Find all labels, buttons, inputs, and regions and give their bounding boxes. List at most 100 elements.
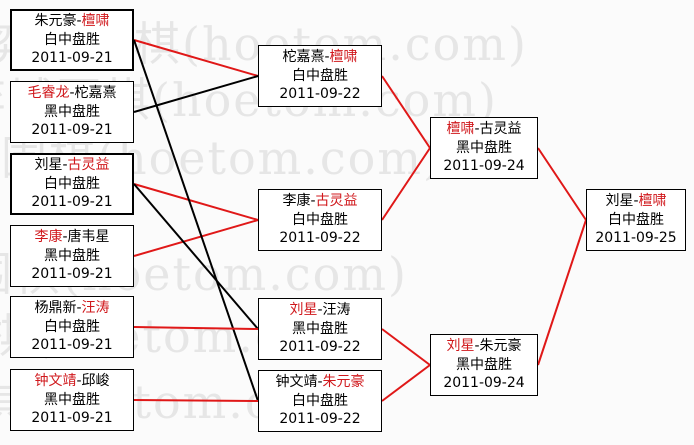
match-players: 刘星-檀啸 [587, 192, 685, 211]
player-white: 邱峻 [81, 373, 110, 390]
match-players: 柁嘉熹-檀啸 [259, 48, 381, 67]
match-date: 2011-09-22 [279, 411, 361, 428]
match-result: 黑中盘胜 [456, 139, 512, 156]
match-players: 李康-唐韦星 [11, 228, 133, 247]
player-black: 杨鼎新 [34, 300, 77, 317]
match-result: 黑中盘胜 [44, 247, 100, 264]
connector-line [381, 147, 431, 221]
player-white: 檀啸 [638, 193, 667, 210]
match-result: 黑中盘胜 [44, 391, 100, 408]
match-date: 2011-09-21 [31, 410, 113, 427]
player-black: 朱元豪 [34, 13, 77, 30]
player-black: 刘星 [289, 302, 318, 319]
player-black: 刘星 [34, 157, 63, 174]
player-white: 汪涛 [322, 302, 351, 319]
match-date: 2011-09-24 [443, 158, 525, 175]
match-result: 白中盘胜 [292, 67, 348, 84]
match-date: 2011-09-21 [31, 266, 113, 283]
match-players: 檀啸-古灵益 [431, 120, 537, 139]
connector-line [133, 75, 259, 113]
player-black: 李康 [34, 229, 63, 246]
player-white: 朱元豪 [479, 338, 522, 355]
player-white: 汪涛 [81, 300, 110, 317]
match-box: 朱元豪-檀啸白中盘胜 2011-09-21 [10, 9, 134, 71]
match-date: 2011-09-22 [279, 86, 361, 103]
player-separator: - [474, 338, 480, 355]
match-box: 刘星-古灵益白中盘胜 2011-09-21 [10, 153, 134, 215]
match-players: 刘星-汪涛 [259, 301, 381, 320]
connector-line [381, 364, 431, 402]
player-separator: - [76, 300, 82, 317]
player-white: 古灵益 [67, 157, 110, 174]
match-players: 钟文靖-朱元豪 [259, 373, 381, 392]
connector-line [133, 183, 259, 221]
match-players: 毛睿龙-柁嘉熹 [11, 84, 133, 103]
connector-line [133, 326, 259, 330]
match-box: 刘星-汪涛黑中盘胜 2011-09-22 [258, 298, 382, 360]
player-separator: - [62, 229, 68, 246]
player-separator: - [474, 121, 480, 138]
player-white: 柁嘉熹 [74, 85, 117, 102]
match-players: 钟文靖-邱峻 [11, 372, 133, 391]
match-box: 钟文靖-邱峻黑中盘胜 2011-09-21 [10, 369, 134, 431]
match-players: 刘星-朱元豪 [431, 337, 537, 356]
match-players: 杨鼎新-汪涛 [11, 299, 133, 318]
player-black: 刘星 [605, 193, 634, 210]
match-date: 2011-09-21 [31, 50, 113, 67]
match-box: 柁嘉熹-檀啸白中盘胜 2011-09-22 [258, 45, 382, 107]
player-separator: - [69, 85, 75, 102]
match-result: 黑中盘胜 [292, 320, 348, 337]
connector-line [381, 75, 431, 149]
player-separator: - [76, 13, 82, 30]
player-white: 古灵益 [315, 193, 358, 210]
match-result: 白中盘胜 [44, 175, 100, 192]
match-result: 黑中盘胜 [456, 356, 512, 373]
match-box: 刘星-檀啸白中盘胜 2011-09-25 [586, 189, 686, 251]
player-separator: - [317, 374, 323, 391]
player-separator: - [324, 49, 330, 66]
player-black: 柁嘉熹 [282, 49, 325, 66]
match-box: 刘星-朱元豪黑中盘胜 2011-09-24 [430, 334, 538, 396]
connector-line [133, 39, 259, 77]
connector-line [537, 147, 587, 221]
player-white: 朱元豪 [322, 374, 365, 391]
player-separator: - [317, 302, 323, 319]
player-separator: - [62, 157, 68, 174]
match-date: 2011-09-22 [279, 339, 361, 356]
player-black: 李康 [282, 193, 311, 210]
match-date: 2011-09-21 [31, 122, 113, 139]
connector-line [537, 219, 587, 366]
connector-line [133, 219, 259, 257]
connector-line [133, 399, 259, 402]
player-black: 刘星 [446, 338, 475, 355]
player-white: 檀啸 [81, 13, 110, 30]
match-result: 黑中盘胜 [44, 103, 100, 120]
player-black: 钟文靖 [34, 373, 77, 390]
match-result: 白中盘胜 [44, 318, 100, 335]
player-white: 古灵益 [479, 121, 522, 138]
match-date: 2011-09-25 [595, 230, 677, 247]
match-result: 白中盘胜 [292, 211, 348, 228]
player-white: 唐韦星 [67, 229, 110, 246]
player-separator: - [310, 193, 316, 210]
match-date: 2011-09-21 [31, 194, 113, 211]
match-date: 2011-09-24 [443, 375, 525, 392]
match-players: 李康-古灵益 [259, 192, 381, 211]
connector-line [133, 183, 259, 330]
match-players: 刘星-古灵益 [12, 156, 132, 175]
match-result: 白中盘胜 [44, 31, 100, 48]
player-black: 檀啸 [446, 121, 475, 138]
connector-line [133, 39, 259, 402]
match-box: 杨鼎新-汪涛白中盘胜 2011-09-21 [10, 296, 134, 358]
match-box: 檀啸-古灵益黑中盘胜 2011-09-24 [430, 117, 538, 179]
player-black: 钟文靖 [275, 374, 318, 391]
player-separator: - [76, 373, 82, 390]
match-date: 2011-09-21 [31, 337, 113, 354]
match-result: 白中盘胜 [608, 211, 664, 228]
match-box: 毛睿龙-柁嘉熹黑中盘胜 2011-09-21 [10, 81, 134, 143]
player-black: 毛睿龙 [27, 85, 70, 102]
